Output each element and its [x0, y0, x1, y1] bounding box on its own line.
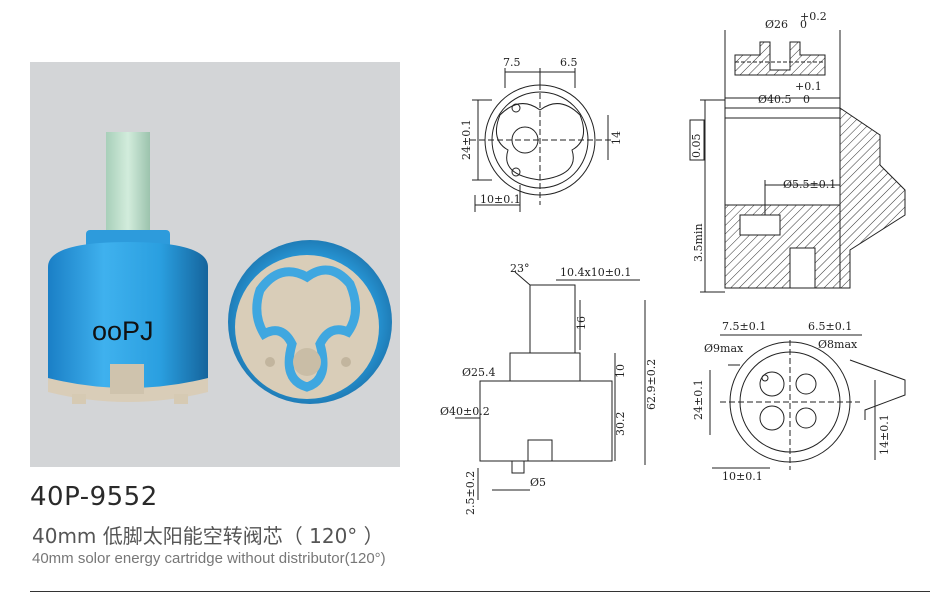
- locating-hole: [341, 357, 351, 367]
- dim-side-body-dia: Ø40±0.2: [440, 405, 490, 418]
- title-english: 40mm solor energy cartridge without dist…: [32, 550, 386, 567]
- dim-bot-w-right: 6.5±0.1: [808, 320, 852, 333]
- dim-bot-hole-right: Ø8max: [818, 338, 858, 351]
- dim-bot-h-left: 24±0.1: [692, 379, 705, 420]
- stem: [106, 132, 150, 240]
- base-notch: [110, 364, 144, 394]
- divider: [30, 591, 930, 592]
- dim-sec-main-dia: Ø40.5: [758, 93, 792, 106]
- dim-sec-flat: 0.05: [690, 134, 703, 159]
- dim-sec-main-tol-upper: +0.1: [795, 80, 822, 93]
- dim-side-pin-dia: Ø5: [530, 476, 546, 489]
- cartridge-illustration: ooPJ: [48, 132, 392, 404]
- dim-bot-bottom: 10±0.1: [722, 470, 763, 483]
- top-view: [470, 68, 612, 212]
- seal-ring: [252, 265, 360, 392]
- dim-side-stem: 10.4x10±0.1: [560, 266, 631, 279]
- dim-side-stem-h: 16: [575, 316, 588, 330]
- dim-top-h-right: 14: [610, 131, 623, 145]
- dim-top-bottom: 10±0.1: [480, 193, 521, 206]
- dim-sec-main-tol-lower: 0: [803, 93, 810, 106]
- bottom-view: [709, 334, 906, 470]
- dim-top-w-right: 6.5: [560, 56, 578, 69]
- locating-hole: [265, 357, 275, 367]
- dim-bot-hole-left: Ø9max: [704, 342, 744, 355]
- dim-bot-h-right: 14±0.1: [878, 414, 891, 455]
- dim-sec-depth: 3.5min: [692, 223, 705, 262]
- dim-bot-w-left: 7.5±0.1: [722, 320, 766, 333]
- dim-top-w-left: 7.5: [503, 56, 521, 69]
- dim-sec-top-tol-upper: +0.2: [800, 10, 827, 23]
- center-hole: [293, 348, 321, 376]
- dim-side-body-h: 30.2: [614, 412, 627, 437]
- brand-mark: ooPJ: [92, 316, 154, 346]
- dim-top-h-side: 24±0.1: [460, 119, 473, 160]
- model-number: 40P-9552: [30, 482, 158, 512]
- dim-side-spline-h: 10: [614, 364, 627, 378]
- dim-side-angle: 23°: [510, 262, 530, 275]
- dim-sec-hole: Ø5.5±0.1: [783, 178, 836, 191]
- dim-sec-top-dia: Ø26: [765, 18, 788, 31]
- section-view: [689, 30, 906, 293]
- title-chinese: 40mm 低脚太阳能空转阀芯（ 120° ）: [32, 524, 384, 548]
- dim-sec-top-tol-lower: 0: [800, 18, 807, 31]
- dim-side-pin-h: 2.5±0.2: [464, 471, 477, 515]
- side-view: [455, 271, 646, 500]
- blue-body: [48, 242, 208, 394]
- product-photo: ooPJ: [30, 62, 400, 467]
- dim-side-total-h: 62.9±0.2: [645, 359, 658, 410]
- base-pin: [72, 394, 86, 404]
- base-pin: [174, 394, 188, 404]
- dim-side-spline-dia: Ø25.4: [462, 366, 496, 379]
